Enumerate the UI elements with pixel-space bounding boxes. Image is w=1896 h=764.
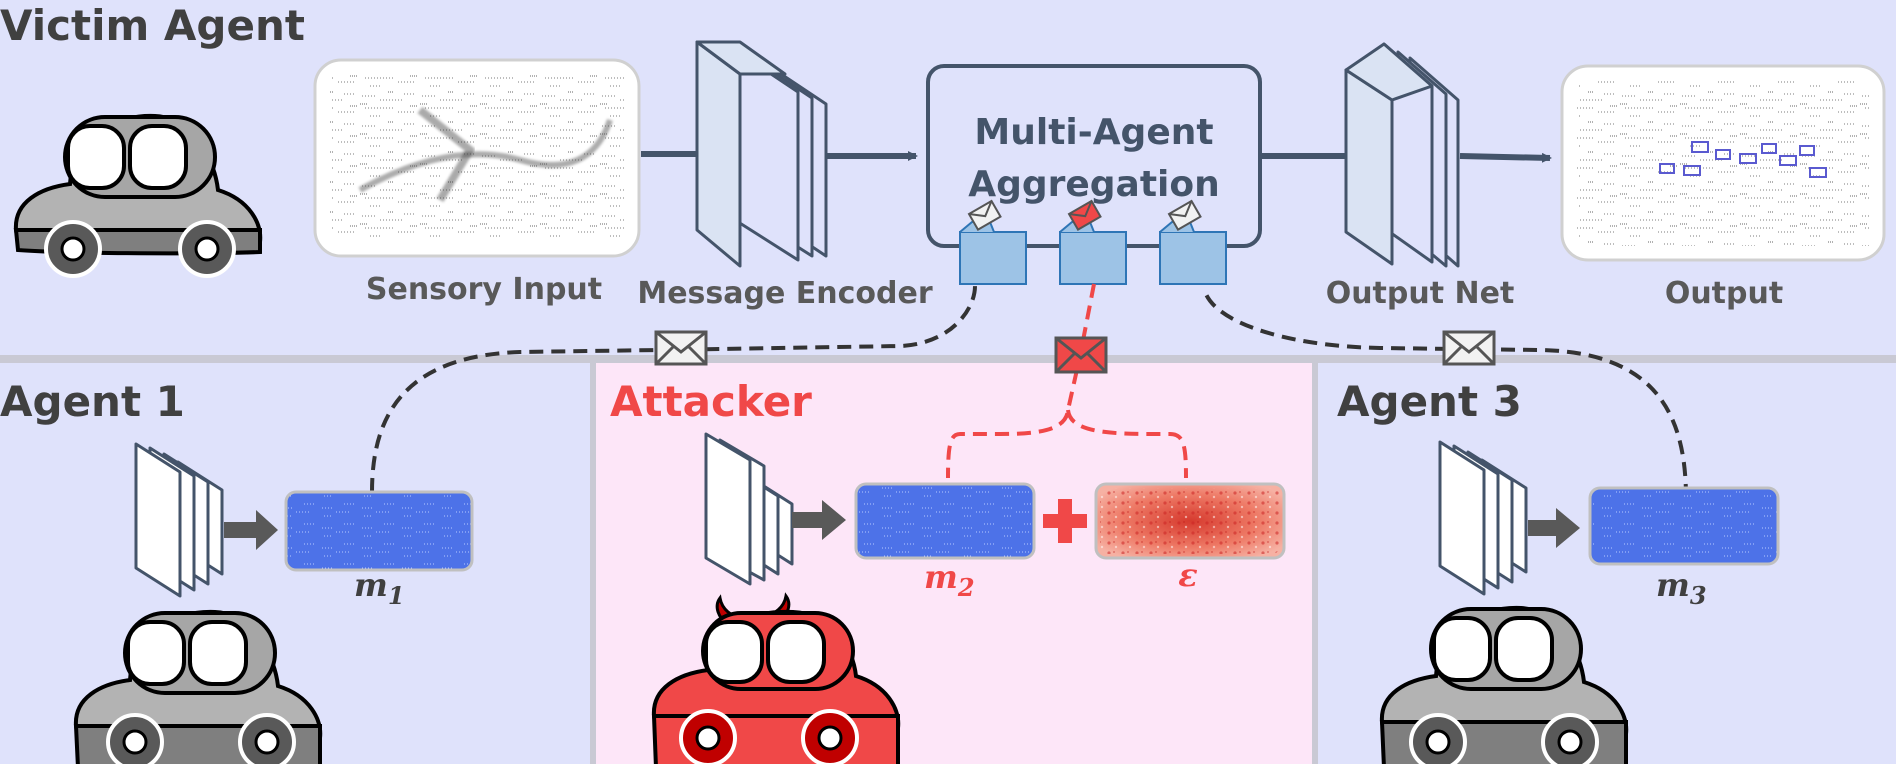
attacker-message-symbol: m2 — [924, 558, 975, 602]
envelope-agent1-icon — [654, 330, 708, 366]
agent3-encoder-block — [1438, 440, 1528, 596]
perturbation-symbol: ε — [1178, 556, 1197, 594]
message-encoder-label: Message Encoder — [637, 276, 932, 311]
attacker-car-icon — [651, 592, 901, 764]
output-net-block — [1344, 42, 1460, 268]
victim-car-icon — [13, 113, 263, 278]
folder-agent1-icon — [959, 199, 1027, 285]
aggregation-label-line2: Aggregation — [968, 164, 1220, 205]
sensory-input-image — [313, 58, 641, 258]
agent1-message-map — [284, 490, 474, 572]
agent1-arrow — [224, 510, 278, 550]
agent1-message-symbol: m1 — [354, 566, 405, 610]
folder-attacker-icon — [1059, 199, 1127, 285]
output-image — [1560, 64, 1886, 262]
agent1-encoder-block — [134, 442, 224, 598]
output-label: Output — [1665, 276, 1783, 311]
aggregation-label-line1: Multi-Agent — [974, 112, 1213, 153]
agent3-car-icon — [1379, 605, 1629, 764]
link-agent3-to-victim — [1202, 287, 1688, 499]
perturbation-map — [1094, 482, 1286, 560]
agent3-title: Agent 3 — [1337, 377, 1522, 426]
victim-agent-title: Victim Agent — [0, 1, 305, 50]
horizontal-divider — [0, 355, 1896, 363]
plus-icon — [1043, 499, 1087, 543]
arrow-outputnet-to-output — [1459, 152, 1552, 163]
output-net-label: Output Net — [1326, 276, 1515, 311]
folder-agent3-icon — [1159, 199, 1227, 285]
agent1-car-icon — [73, 609, 323, 764]
attacker-message-map — [854, 482, 1036, 560]
message-encoder-block — [695, 40, 828, 268]
attacker-arrow — [792, 500, 846, 540]
detection-boxes — [1659, 141, 1827, 178]
divider-left — [590, 363, 596, 764]
link-attacker-perturbation — [1066, 409, 1188, 479]
sensory-input-label: Sensory Input — [366, 272, 602, 307]
envelope-attacker-icon — [1054, 336, 1108, 374]
agent3-message-map — [1588, 486, 1780, 566]
agent3-arrow — [1528, 508, 1580, 548]
attacker-encoder-block — [704, 432, 794, 586]
envelope-agent3-icon — [1442, 330, 1496, 366]
attacker-title: Attacker — [610, 377, 812, 426]
link-attacker-message — [946, 283, 1096, 479]
agent1-title: Agent 1 — [0, 377, 185, 426]
link-agent1-to-victim — [370, 285, 977, 493]
agent3-message-symbol: m3 — [1656, 566, 1707, 610]
divider-right — [1312, 363, 1318, 764]
